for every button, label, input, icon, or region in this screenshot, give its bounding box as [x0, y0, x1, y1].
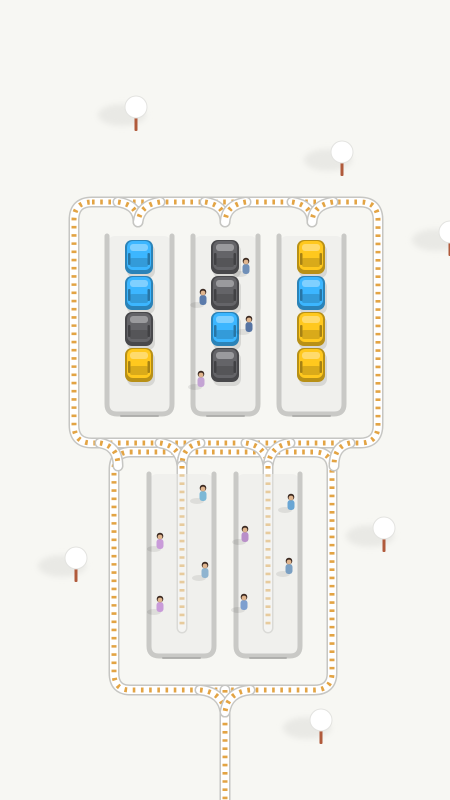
- trees-layer: [38, 95, 450, 744]
- yellow-wagon[interactable]: [297, 240, 327, 278]
- blue-wagon[interactable]: [125, 276, 155, 314]
- blue-wagon[interactable]: [211, 312, 241, 350]
- dark-wagon[interactable]: [211, 276, 241, 314]
- dark-wagon[interactable]: [211, 348, 241, 386]
- passenger-lower[interactable]: [147, 595, 164, 615]
- passenger-lower[interactable]: [231, 593, 248, 613]
- passenger-upper[interactable]: [236, 315, 253, 335]
- dark-wagon[interactable]: [125, 312, 155, 350]
- wagon-column-right[interactable]: [297, 240, 327, 386]
- yellow-wagon[interactable]: [297, 312, 327, 350]
- track-junction: [328, 437, 356, 472]
- tree-icon: [346, 516, 396, 552]
- passengers-layer: [147, 257, 295, 615]
- passenger-lower[interactable]: [192, 561, 209, 581]
- passenger-lower[interactable]: [190, 484, 207, 504]
- lower-lane-left[interactable]: [146, 471, 217, 659]
- track-switch: [306, 196, 339, 228]
- wagons-layer: [125, 240, 327, 386]
- blue-wagon[interactable]: [125, 240, 155, 278]
- passenger-upper[interactable]: [188, 370, 205, 390]
- passenger-upper[interactable]: [233, 257, 250, 277]
- blue-wagon[interactable]: [297, 276, 327, 314]
- yellow-wagon[interactable]: [125, 348, 155, 386]
- tree-icon: [283, 708, 333, 744]
- track-junction: [219, 684, 256, 718]
- yellow-wagon[interactable]: [297, 348, 327, 386]
- track-switch: [132, 196, 166, 228]
- passenger-lower[interactable]: [278, 493, 295, 513]
- parking-area: [104, 233, 347, 659]
- wagon-column-left[interactable]: [125, 240, 155, 386]
- wagon-column-middle[interactable]: [211, 240, 241, 386]
- dark-wagon[interactable]: [211, 240, 241, 278]
- tree-icon: [98, 95, 148, 131]
- track-junction: [94, 437, 124, 472]
- tree-icon: [304, 140, 354, 176]
- tree-icon: [38, 546, 88, 582]
- tree-icon: [412, 220, 450, 256]
- lower-lane-right[interactable]: [233, 471, 303, 659]
- track-upper-loop: [68, 196, 384, 449]
- passenger-upper[interactable]: [190, 288, 207, 308]
- track-switch: [219, 196, 252, 228]
- passenger-lower[interactable]: [232, 525, 249, 545]
- passenger-lower[interactable]: [147, 532, 164, 552]
- passenger-lower[interactable]: [276, 557, 293, 577]
